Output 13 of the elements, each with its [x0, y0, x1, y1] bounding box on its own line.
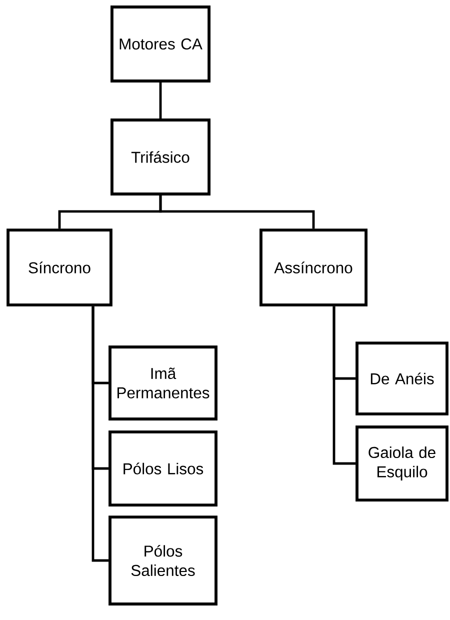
box: Síncrono — [6, 228, 112, 306]
box: Assíncrono — [260, 228, 368, 306]
box: De Anéis — [356, 342, 448, 416]
box: Pólos Lisos — [108, 430, 218, 506]
connector-line — [159, 195, 315, 229]
box: Trifásico — [110, 118, 210, 196]
connector-line — [332, 306, 356, 465]
box: Gaiola de Esquilo — [356, 426, 448, 502]
box: Pólos Salientes — [108, 516, 218, 606]
connector-line — [92, 306, 109, 562]
box: Imã Permanentes — [108, 346, 218, 420]
box: Motores CA — [110, 6, 210, 82]
connector-line — [159, 82, 162, 119]
